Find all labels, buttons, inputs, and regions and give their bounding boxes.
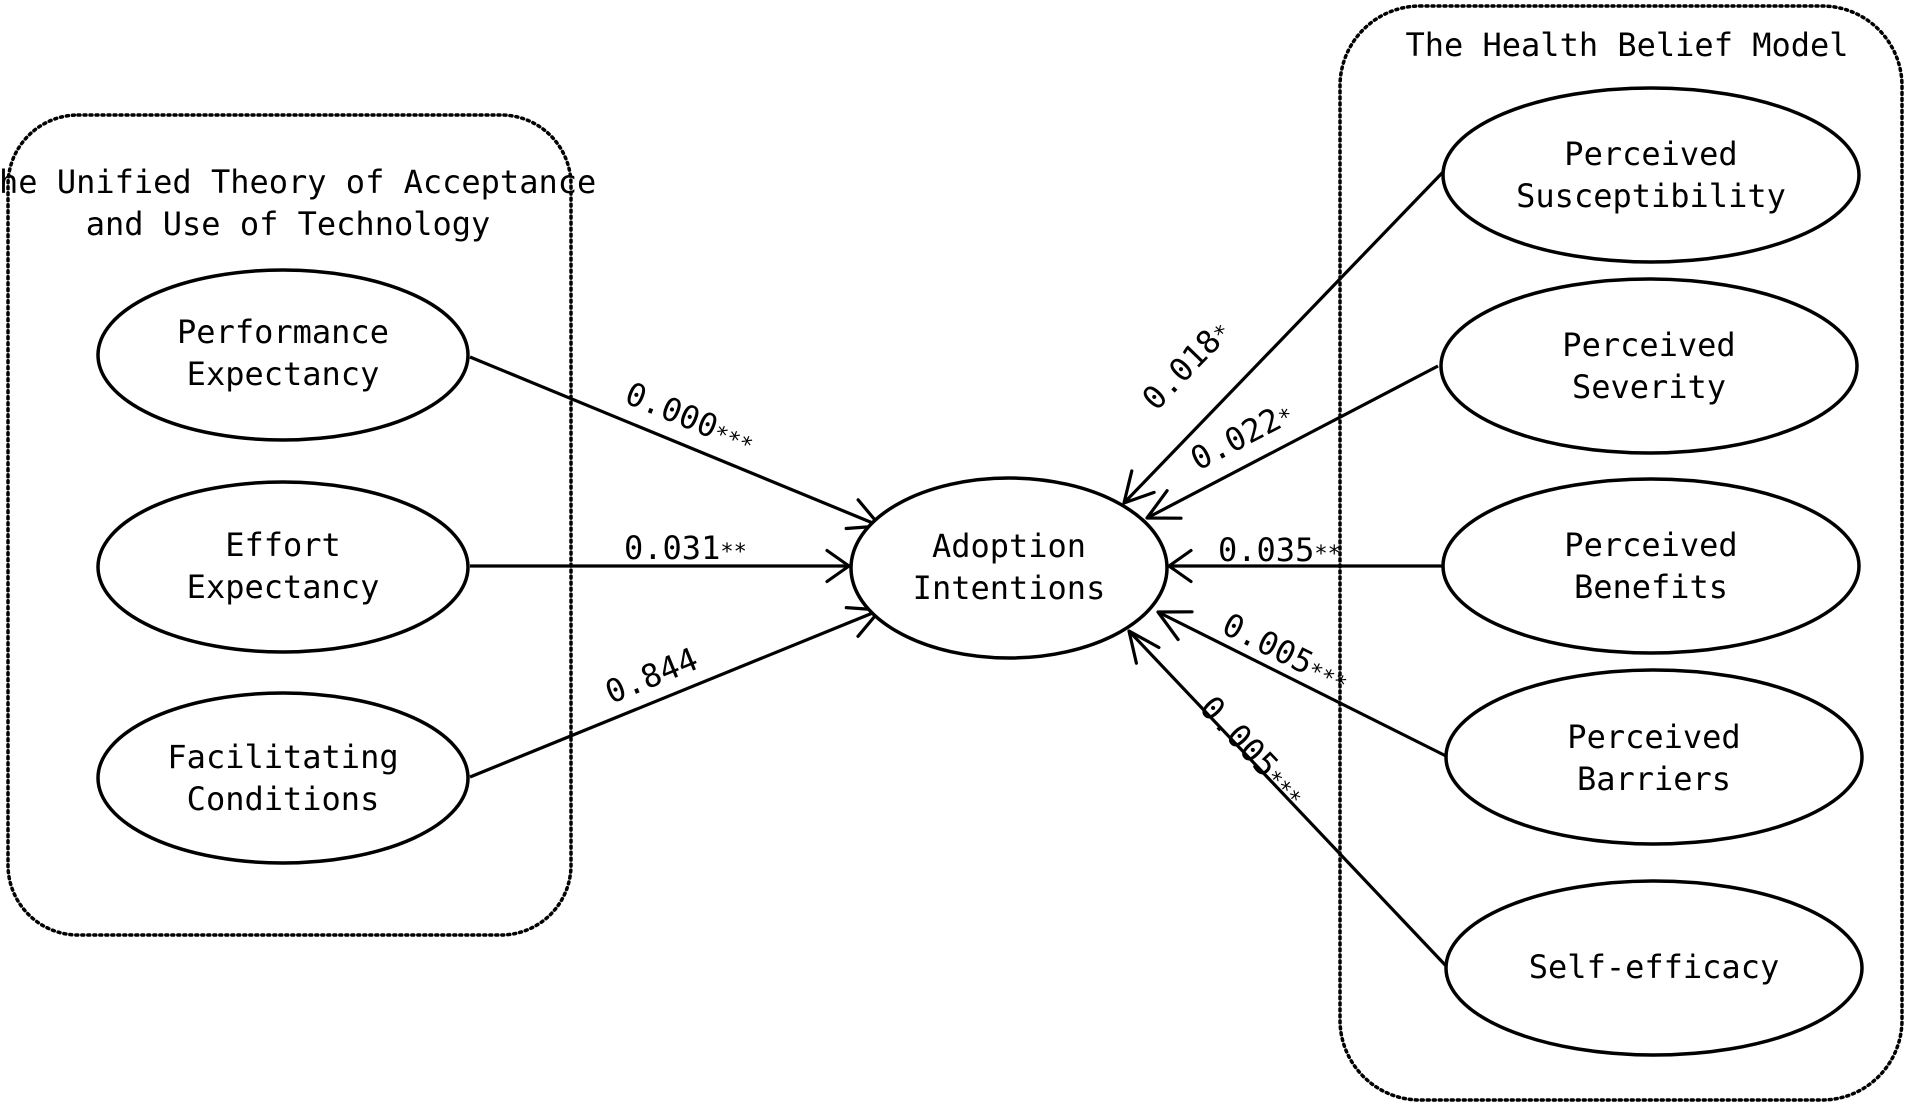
node-label-severity-line1: Perceived [1562, 326, 1735, 364]
edge-label-effort: 0.031** [624, 529, 747, 567]
node-label-susceptibility-line1: Perceived [1564, 135, 1737, 173]
node-perceived-severity: Perceived Severity [1439, 277, 1859, 455]
node-label-performance-line2: Expectancy [187, 355, 380, 393]
node-performance-expectancy: Performance Expectancy [96, 268, 470, 442]
arrow-head-barriers [1156, 610, 1194, 642]
edge-line-susceptibility [1122, 170, 1445, 505]
node-ellipse-adoption [849, 476, 1169, 660]
node-perceived-barriers: Perceived Barriers [1444, 668, 1864, 846]
node-ellipse-benefits [1441, 477, 1861, 655]
node-ellipse-susceptibility [1441, 86, 1861, 264]
edge-perceived-severity: 0.022* [1145, 364, 1439, 520]
node-adoption-intentions: Adoption Intentions [849, 476, 1169, 660]
node-facilitating-conditions: Facilitating Conditions [96, 691, 470, 865]
edge-label-severity: 0.022* [1184, 394, 1299, 478]
node-label-benefits-line1: Perceived [1564, 526, 1737, 564]
edge-perceived-barriers: 0.005*** [1156, 605, 1449, 759]
edge-label-facilitating: 0.844 [600, 640, 704, 712]
node-label-adoption-line2: Intentions [913, 569, 1106, 607]
edge-facilitating-conditions: 0.844 [469, 605, 882, 779]
node-effort-expectancy: Effort Expectancy [96, 480, 470, 654]
utaut-group-title-line1: the Unified Theory of Acceptance [0, 163, 596, 201]
node-ellipse-facilitating [96, 691, 470, 865]
node-ellipse-performance [96, 268, 470, 442]
edge-label-self-efficacy: 0.005*** [1192, 688, 1313, 813]
nodes: Performance Expectancy Effort Expectancy… [96, 86, 1864, 1057]
node-label-self-efficacy: Self-efficacy [1529, 948, 1779, 986]
node-label-barriers-line1: Perceived [1567, 718, 1740, 756]
hbm-group-border [1338, 4, 1904, 1102]
node-label-effort-line2: Expectancy [187, 568, 380, 606]
edge-label-benefits: 0.035** [1218, 531, 1341, 569]
node-ellipse-severity [1439, 277, 1859, 455]
hbm-group-title: The Health Belief Model [1405, 26, 1848, 64]
node-label-effort-line1: Effort [225, 526, 341, 564]
node-label-severity-line2: Severity [1572, 368, 1726, 406]
node-label-barriers-line2: Barriers [1577, 760, 1731, 798]
edge-line-severity [1146, 364, 1439, 520]
arrow-head-severity [1145, 489, 1183, 520]
arrow-head-effort [825, 548, 851, 584]
arrow-head-self-efficacy [1127, 629, 1161, 665]
node-ellipse-barriers [1444, 668, 1864, 846]
edge-performance-expectancy: 0.000*** [469, 355, 882, 531]
edge-self-efficacy: 0.005*** [1127, 629, 1450, 970]
edge-line-performance [469, 355, 881, 528]
utaut-group-border [6, 113, 573, 937]
edge-line-self-efficacy [1127, 629, 1450, 970]
edge-line-barriers [1157, 610, 1449, 759]
node-ellipse-effort [96, 480, 470, 654]
arrow-head-susceptibility [1122, 469, 1156, 505]
edge-line-facilitating [469, 608, 881, 779]
node-ellipse-self-efficacy [1444, 879, 1864, 1057]
utaut-group-title-line2: and Use of Technology [86, 205, 491, 243]
node-self-efficacy: Self-efficacy [1444, 879, 1864, 1057]
edge-perceived-benefits: 0.035** [1167, 531, 1443, 584]
edge-perceived-susceptibility: 0.018* [1122, 170, 1445, 505]
node-label-benefits-line2: Benefits [1574, 568, 1728, 606]
node-label-adoption-line1: Adoption [932, 527, 1086, 565]
node-label-susceptibility-line2: Susceptibility [1516, 177, 1786, 215]
node-label-performance-line1: Performance [177, 313, 389, 351]
node-perceived-susceptibility: Perceived Susceptibility [1441, 86, 1861, 264]
node-label-facilitating-line1: Facilitating [167, 738, 398, 776]
arrow-head-benefits [1167, 548, 1193, 584]
node-perceived-benefits: Perceived Benefits [1441, 477, 1861, 655]
utaut-group: the Unified Theory of Acceptance and Use… [0, 113, 596, 937]
edge-effort-expectancy: 0.031** [470, 529, 851, 584]
node-label-facilitating-line2: Conditions [187, 780, 380, 818]
hbm-group: The Health Belief Model [1338, 4, 1904, 1102]
